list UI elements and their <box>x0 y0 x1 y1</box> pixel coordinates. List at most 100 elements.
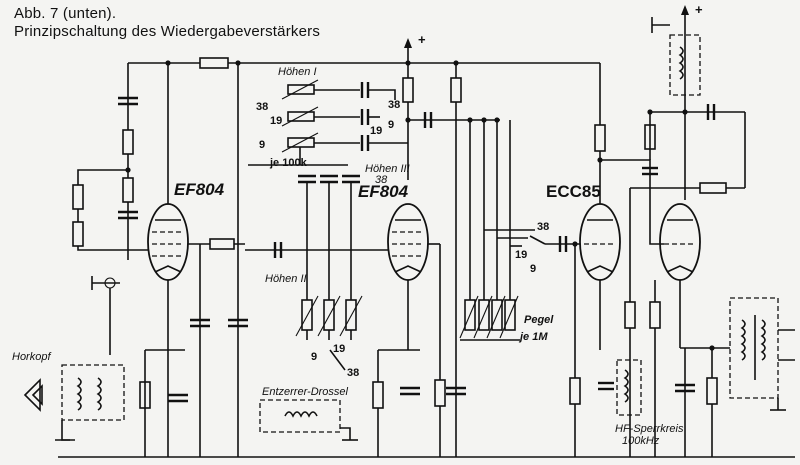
tube-2-label: EF804 <box>358 182 409 201</box>
plus-label-2: + <box>695 2 703 17</box>
resistor <box>649 301 661 329</box>
junction <box>597 157 603 163</box>
switch-pos-19: 19 <box>515 249 527 261</box>
resistor <box>624 301 636 329</box>
wire <box>368 89 396 100</box>
trimmer-arrow <box>473 295 493 339</box>
tube-3a-envelope <box>579 203 621 281</box>
trap-circuit-box <box>616 359 642 416</box>
switch-pos-19: 19 <box>370 125 382 137</box>
switch-pos-38: 38 <box>347 367 359 379</box>
switch-pos-38: 38 <box>537 221 549 233</box>
junction <box>467 117 473 123</box>
head-symbol <box>23 378 41 412</box>
resistor <box>402 77 414 103</box>
junction <box>165 60 171 66</box>
figure-number: Abb. 7 (unten). <box>14 5 117 22</box>
plus-label-1: + <box>418 32 426 47</box>
cathode <box>394 265 422 273</box>
plus-arrow-2 <box>681 5 689 15</box>
resistor <box>706 377 718 405</box>
tube-1-label: EF804 <box>174 180 225 199</box>
junction <box>647 109 653 115</box>
trap-coil <box>623 369 629 403</box>
trimmer-arrow <box>486 295 506 339</box>
choke-box <box>259 399 341 433</box>
junction <box>125 167 131 173</box>
resistor <box>372 381 384 409</box>
inter-stage-wire <box>600 159 664 245</box>
resistor <box>72 184 84 210</box>
hf-sperrkreis-label: HF-Sperrkreis <box>615 423 684 435</box>
tube-3b-envelope <box>659 203 701 281</box>
resistor <box>569 377 581 405</box>
tube-3-label: ECC85 <box>546 182 601 201</box>
resistor <box>72 221 84 247</box>
switch-pos-9: 9 <box>259 139 265 151</box>
playback-head-box <box>61 364 125 421</box>
transformer-coil <box>740 319 746 361</box>
tube-2-envelope <box>387 203 429 281</box>
hohen-3-label: Höhen III <box>365 163 410 175</box>
switch-pos-9: 9 <box>530 263 536 275</box>
trimmer-arrow <box>295 295 319 337</box>
head-symbol <box>31 384 43 406</box>
cathode <box>666 265 694 273</box>
figure-title: Prinzipschaltung des Wiedergabeverstärke… <box>14 23 321 40</box>
switch-pos-38: 38 <box>388 99 400 111</box>
switch-pos-9: 9 <box>388 119 394 131</box>
entzerrer-label: Entzerrer-Drossel <box>262 386 349 398</box>
head-coil <box>76 377 82 411</box>
horkopf-label: Horkopf <box>12 351 51 363</box>
choke-coil <box>284 411 318 418</box>
head-coil <box>96 377 102 411</box>
trimmer-arrow <box>339 295 363 337</box>
trimmer-arrow <box>459 295 479 339</box>
junction <box>481 117 487 123</box>
tube-1-envelope <box>147 203 189 281</box>
choke-box <box>669 34 701 96</box>
junction <box>405 117 411 123</box>
junction <box>405 60 411 66</box>
head-ground <box>61 420 70 441</box>
cathode <box>586 265 614 273</box>
resistor <box>434 379 446 407</box>
junction <box>453 60 459 66</box>
hohen-2-label: Höhen II <box>265 273 307 285</box>
trimmer-arrow <box>317 295 341 337</box>
switch-pos-19: 19 <box>333 343 345 355</box>
switch-pos-9: 9 <box>311 351 317 363</box>
resistor <box>594 124 606 152</box>
hohen-3-value: 38 <box>375 174 388 186</box>
output-transformer-box <box>729 297 779 399</box>
resistor <box>122 177 134 203</box>
junction <box>572 241 578 247</box>
switch-pos-38: 38 <box>256 101 268 113</box>
resistor <box>450 77 462 103</box>
trimmer-arrow <box>281 132 319 153</box>
wire <box>340 427 351 440</box>
resistor <box>209 238 235 250</box>
trimmer-arrow <box>281 79 319 100</box>
transformer-coil <box>760 319 766 361</box>
trimmer-arrow <box>281 106 319 127</box>
junction <box>494 117 500 123</box>
khz-label: 100kHz <box>622 435 660 447</box>
resistor <box>199 57 229 69</box>
junction <box>235 60 241 66</box>
pegel-label: Pegel <box>524 314 554 326</box>
resistor <box>699 182 727 194</box>
switch-pos-19: 19 <box>270 115 282 127</box>
resistor <box>122 129 134 155</box>
switch-blade <box>329 349 346 371</box>
junction <box>682 109 688 115</box>
feedback-wire <box>77 169 160 251</box>
trimmer-arrow <box>499 295 519 339</box>
cathode <box>154 265 182 273</box>
choke-coil <box>678 46 684 80</box>
je-1m-label: je 1M <box>518 331 548 343</box>
hohen-1-label: Höhen I <box>278 66 317 78</box>
junction <box>709 345 715 351</box>
